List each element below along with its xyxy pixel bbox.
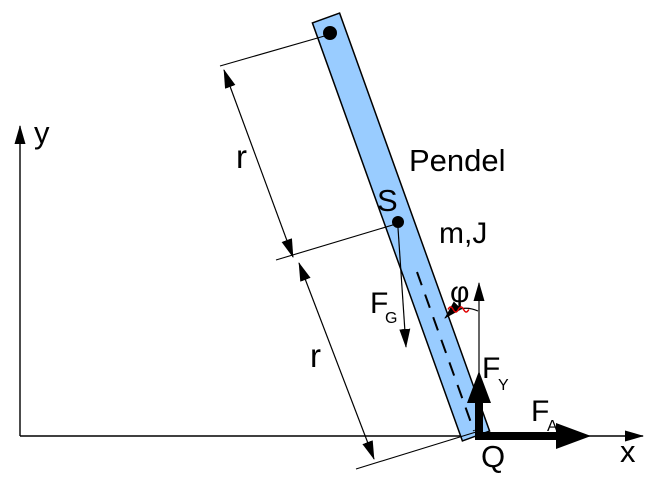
extension-line-center [275, 223, 397, 261]
pendulum-label: Pendel [409, 143, 506, 178]
rod-axis-dashed-line [416, 271, 475, 432]
angle-label: φ [450, 276, 469, 309]
force-a-arrow-head [556, 423, 591, 449]
y-axis-label: y [34, 115, 50, 150]
radius-label-lower: r [310, 337, 321, 374]
extension-line-top [219, 34, 329, 67]
force-y-subscript: Y [498, 377, 509, 394]
gravity-force-arrow [397, 227, 411, 348]
force-a-subscript: A [547, 418, 558, 435]
gravity-force-label: F [370, 287, 388, 320]
force-y-label: F [482, 352, 500, 385]
angle-arc-arrow [444, 301, 479, 319]
rod-top-end-dot [323, 26, 337, 40]
pivot-label: Q [481, 439, 505, 474]
force-a-label: F [531, 395, 549, 428]
extension-line-pivot [355, 431, 477, 470]
force-y-arrow-head [467, 371, 491, 403]
center-of-mass-dot [392, 216, 404, 228]
spellcheck-squiggle-icon [447, 306, 470, 313]
mass-inertia-label: m,J [439, 217, 487, 250]
dimension-line-lower [298, 262, 375, 460]
radius-label-upper: r [236, 138, 247, 175]
dimension-line-upper [223, 69, 294, 258]
x-axis-label: x [620, 434, 636, 469]
gravity-force-subscript: G [385, 310, 397, 327]
center-of-mass-label: S [377, 183, 398, 218]
